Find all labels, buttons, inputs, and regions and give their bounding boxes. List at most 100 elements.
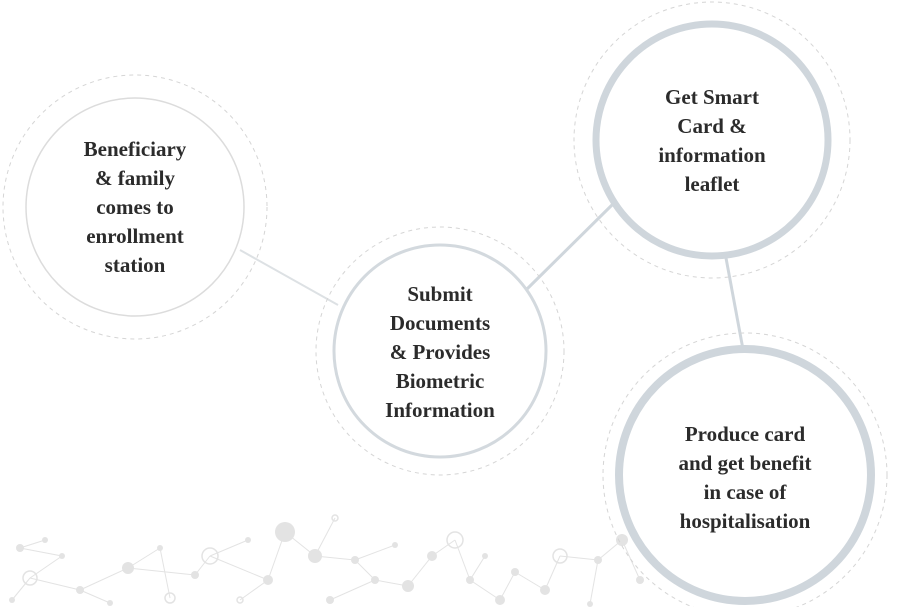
network-node bbox=[201, 547, 219, 565]
network-node bbox=[275, 522, 295, 542]
step-smart-card-line: Card & bbox=[677, 114, 747, 138]
network-node bbox=[371, 576, 379, 584]
network-link bbox=[314, 517, 336, 557]
network-node bbox=[22, 570, 38, 586]
step-smart-card-line: information bbox=[658, 143, 766, 167]
network-link bbox=[354, 559, 376, 581]
network-link bbox=[127, 547, 161, 569]
step-benefit-line: hospitalisation bbox=[679, 509, 811, 533]
network-node bbox=[308, 549, 322, 563]
step-enrollment-ring bbox=[25, 97, 245, 317]
step-documents-label: Submit Documents & Provides Biometric In… bbox=[340, 280, 540, 425]
network-node bbox=[402, 580, 414, 592]
step-benefit-outer-ring bbox=[602, 332, 888, 607]
network-node bbox=[157, 545, 163, 551]
network-node bbox=[59, 553, 65, 559]
step-smart-card-line: Get Smart bbox=[665, 85, 759, 109]
network-node bbox=[107, 600, 113, 606]
connector-documents-smart-card bbox=[524, 201, 616, 292]
step-benefit-line: and get benefit bbox=[678, 451, 812, 475]
network-node bbox=[351, 556, 359, 564]
network-node bbox=[164, 592, 176, 604]
network-link bbox=[79, 567, 129, 591]
step-enrollment-outer-ring bbox=[2, 74, 268, 340]
network-node bbox=[42, 537, 48, 543]
network-link bbox=[354, 544, 396, 561]
step-enrollment-node bbox=[2, 74, 268, 340]
step-smart-card-line: leaflet bbox=[684, 172, 740, 196]
step-documents-line: Information bbox=[385, 398, 495, 422]
network-link bbox=[544, 555, 561, 591]
network-link bbox=[499, 571, 516, 601]
network-link bbox=[19, 547, 63, 557]
step-documents-line: Biometric bbox=[395, 369, 485, 393]
network-node bbox=[263, 575, 273, 585]
network-node bbox=[495, 595, 505, 605]
network-node bbox=[511, 568, 519, 576]
network-node bbox=[427, 551, 437, 561]
network-node bbox=[482, 553, 488, 559]
step-enrollment-line: Beneficiary bbox=[83, 137, 187, 161]
step-documents-line: & Provides bbox=[389, 340, 491, 364]
network-node bbox=[552, 548, 568, 564]
step-documents-ring bbox=[332, 243, 548, 459]
network-link bbox=[407, 555, 433, 587]
step-enrollment-label: Beneficiary & family comes to enrollment… bbox=[35, 135, 235, 280]
step-smart-card-outer-ring bbox=[573, 1, 851, 279]
step-documents-outer-ring bbox=[315, 226, 565, 476]
network-node bbox=[594, 556, 602, 564]
step-enrollment-line: comes to bbox=[96, 195, 174, 219]
step-smart-card-node bbox=[573, 1, 851, 279]
step-benefit-line: Produce card bbox=[684, 422, 806, 446]
network-node bbox=[245, 537, 251, 543]
network-node bbox=[236, 596, 244, 604]
network-node bbox=[191, 571, 199, 579]
network-link bbox=[589, 559, 599, 605]
network-node bbox=[326, 596, 334, 604]
network-node bbox=[331, 514, 339, 522]
network-node bbox=[76, 586, 84, 594]
step-benefit-ring bbox=[615, 345, 875, 605]
network-link bbox=[11, 577, 31, 601]
network-node bbox=[587, 601, 593, 607]
step-benefit-line: in case of bbox=[703, 480, 787, 504]
connector-smart-card-benefit bbox=[724, 257, 747, 361]
network-link bbox=[209, 555, 269, 581]
network-link bbox=[469, 555, 486, 581]
connector-enrollment-documents bbox=[239, 249, 339, 306]
network-node bbox=[16, 544, 24, 552]
network-link bbox=[209, 539, 249, 557]
network-node bbox=[9, 597, 15, 603]
step-smart-card-label: Get Smart Card & information leaflet bbox=[612, 83, 812, 199]
step-enrollment-line: & family bbox=[95, 166, 175, 190]
network-link bbox=[19, 539, 46, 549]
network-link bbox=[79, 589, 111, 604]
step-enrollment-line: enrollment bbox=[86, 224, 184, 248]
network-link bbox=[29, 577, 81, 591]
network-link bbox=[469, 579, 501, 601]
step-documents-line: Submit bbox=[407, 282, 473, 306]
step-benefit-label: Produce card and get benefit in case of … bbox=[635, 420, 855, 536]
step-enrollment-line: station bbox=[104, 253, 166, 277]
network-node bbox=[446, 531, 464, 549]
network-background-pattern bbox=[9, 514, 644, 607]
network-node bbox=[466, 576, 474, 584]
network-link bbox=[514, 571, 546, 591]
network-node bbox=[636, 576, 644, 584]
step-documents-line: Documents bbox=[389, 311, 491, 335]
network-node bbox=[540, 585, 550, 595]
network-node bbox=[122, 562, 134, 574]
network-link bbox=[194, 555, 211, 576]
network-link bbox=[29, 555, 63, 579]
step-documents-node bbox=[315, 226, 565, 476]
network-node bbox=[616, 534, 628, 546]
network-link bbox=[159, 547, 171, 599]
step-smart-card-ring bbox=[592, 20, 832, 260]
network-node bbox=[392, 542, 398, 548]
network-link bbox=[239, 579, 269, 601]
network-link bbox=[127, 567, 196, 576]
network-link bbox=[329, 579, 376, 601]
network-link bbox=[454, 539, 471, 581]
step-benefit-node bbox=[602, 332, 888, 607]
